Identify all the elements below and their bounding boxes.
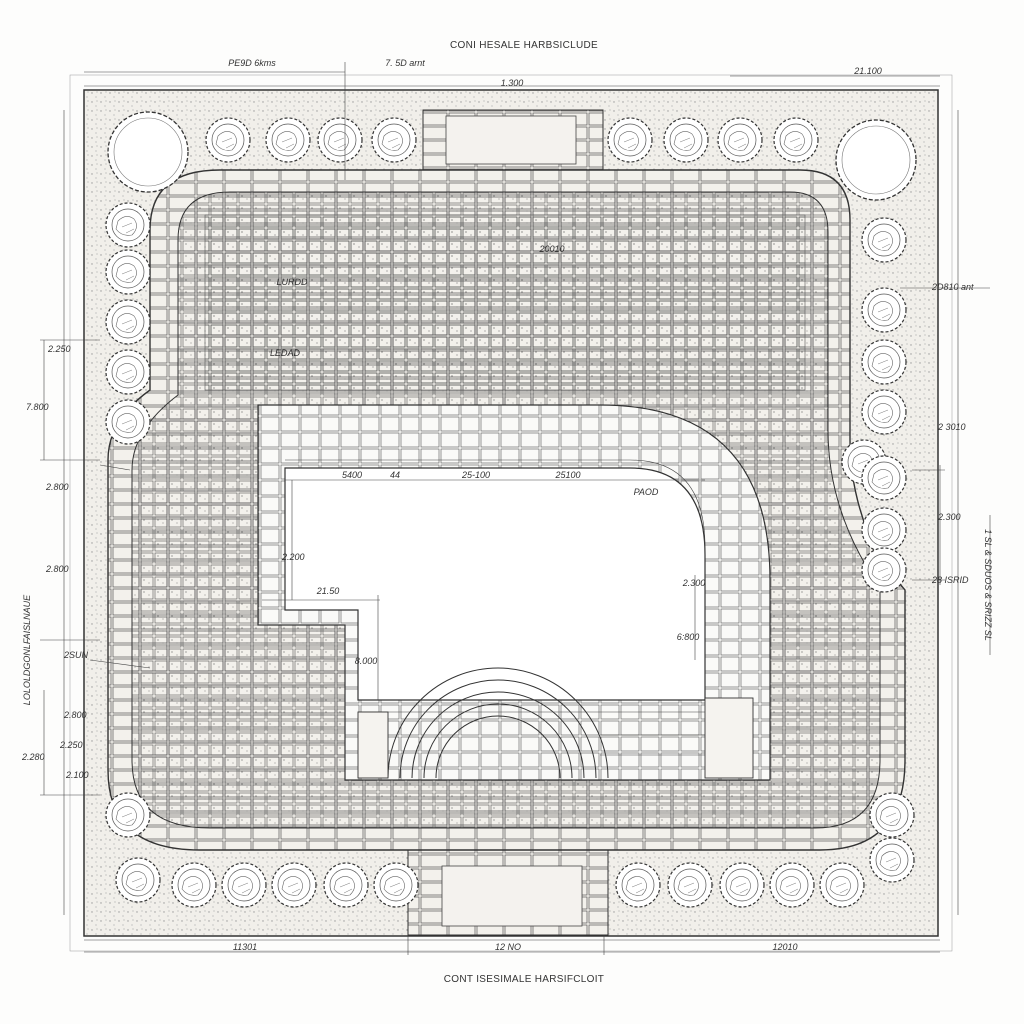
dim-top-0: PE9D 6kms [228, 58, 276, 68]
dim-right-3: 28 ISRID [931, 575, 969, 585]
side-note-left: LOLOLDGONLFAISLNAUE [22, 594, 32, 705]
dim-bottom-2: 12010 [772, 942, 797, 952]
dim-inner-3: 25100 [554, 470, 580, 480]
dim-right-1: 2 3010 [937, 422, 966, 432]
dim-inner-2: 25-100 [461, 470, 490, 480]
dim-left-1: 7.800 [26, 402, 49, 412]
paving-label-3: PAOD [634, 487, 659, 497]
dim-left-3: 2.800 [45, 564, 69, 574]
top-entry-slab [445, 115, 577, 165]
dim-left-7: 2.100 [65, 770, 89, 780]
dim-right-0: 2D810 ant [931, 282, 974, 292]
dim-top-3: 21.100 [853, 66, 882, 76]
central-court [284, 467, 706, 701]
dim-left-0: 2.250 [47, 344, 71, 354]
dim-left-6: 2.280 [21, 752, 45, 762]
paving-label-2: LEDAD [270, 348, 301, 358]
dim-inner-1: 44 [390, 470, 400, 480]
dim-inner-5: 21.50 [316, 586, 340, 596]
upper-paver-panel [204, 214, 806, 391]
tree-column-left [105, 202, 151, 445]
dim-top-2: 1.300 [501, 78, 524, 88]
bottom-entry-slab [441, 865, 583, 927]
paving-label-0: 20010 [538, 244, 564, 254]
title-bottom: CONT ISESIMALE HARSIFCLOIT [444, 974, 604, 985]
dimension-frame [69, 74, 953, 952]
dim-top-1: 7. 5D arnt [385, 58, 425, 68]
side-note-right: 1 SL & SDUOS & SRIZZ SL [983, 529, 993, 641]
side-note-left-tag: 2SUN [63, 650, 89, 660]
dim-left-2: 2.800 [45, 482, 69, 492]
paving-label-1: LURDD [276, 277, 308, 287]
dim-left-5: 2.250 [59, 740, 83, 750]
dim-bottom-0: 11301 [233, 942, 257, 952]
dim-left-4: 2.800 [63, 710, 87, 720]
dim-right-2: 2.300 [937, 512, 961, 522]
dimension-lines [40, 62, 991, 955]
dim-inner-8: 2.300 [682, 578, 706, 588]
dim-inner-6: 8.000 [355, 656, 378, 666]
dim-bottom-1: 12 NO [495, 942, 521, 952]
dim-inner-7: 6:800 [677, 632, 700, 642]
dim-inner-0: 5400 [342, 470, 362, 480]
stepped-arc-icon [357, 667, 754, 779]
title-top: CONI HESALE HARBSICLUDE [450, 40, 598, 51]
dim-inner-4: 2.200 [281, 552, 305, 562]
